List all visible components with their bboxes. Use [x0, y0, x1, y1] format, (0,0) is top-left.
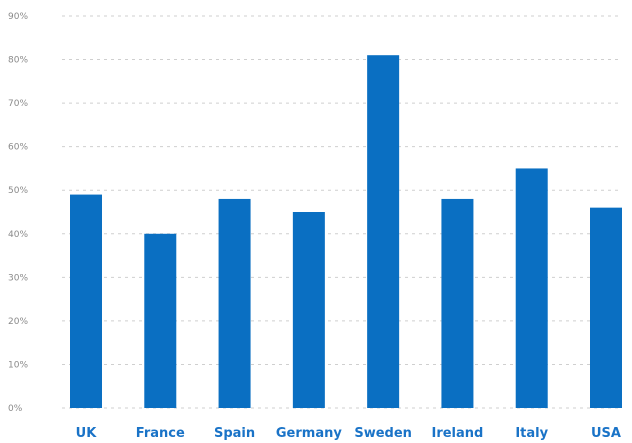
bar-usa: [590, 207, 622, 408]
x-tick-label-italy: Italy: [515, 426, 548, 441]
y-tick-label: 80%: [8, 56, 28, 66]
x-tick-label-spain: Spain: [214, 426, 255, 441]
y-tick-label: 40%: [8, 230, 28, 240]
y-tick-label: 30%: [8, 273, 28, 283]
x-tick-label-germany: Germany: [276, 426, 342, 441]
bars: [70, 55, 622, 408]
bar-germany: [292, 212, 325, 408]
x-tick-label-usa: USA: [591, 426, 621, 441]
bar-italy: [515, 168, 548, 408]
y-tick-label: 60%: [8, 143, 28, 153]
y-tick-label: 0%: [8, 404, 23, 414]
y-tick-label: 10%: [8, 360, 28, 370]
bar-france: [144, 233, 177, 408]
y-tick-label: 90%: [8, 12, 28, 22]
y-tick-label: 20%: [8, 317, 28, 327]
x-axis-labels: UK France Spain Germany Sweden Ireland Italy US…: [76, 426, 621, 441]
y-tick-label: 70%: [8, 99, 28, 109]
bar-uk: [70, 194, 102, 408]
bar-ireland: [441, 198, 474, 408]
x-tick-label-ireland: Ireland: [431, 426, 483, 441]
x-tick-label-sweden: Sweden: [354, 426, 412, 441]
y-axis-ticks: 0% 10% 20% 30% 40% 50% 60% 70% 80% 90%: [8, 12, 28, 414]
x-tick-label-uk: UK: [76, 426, 98, 441]
bar-spain: [218, 198, 251, 408]
bar-sweden: [367, 55, 400, 408]
x-tick-label-france: France: [136, 426, 185, 441]
y-tick-label: 50%: [8, 186, 28, 196]
